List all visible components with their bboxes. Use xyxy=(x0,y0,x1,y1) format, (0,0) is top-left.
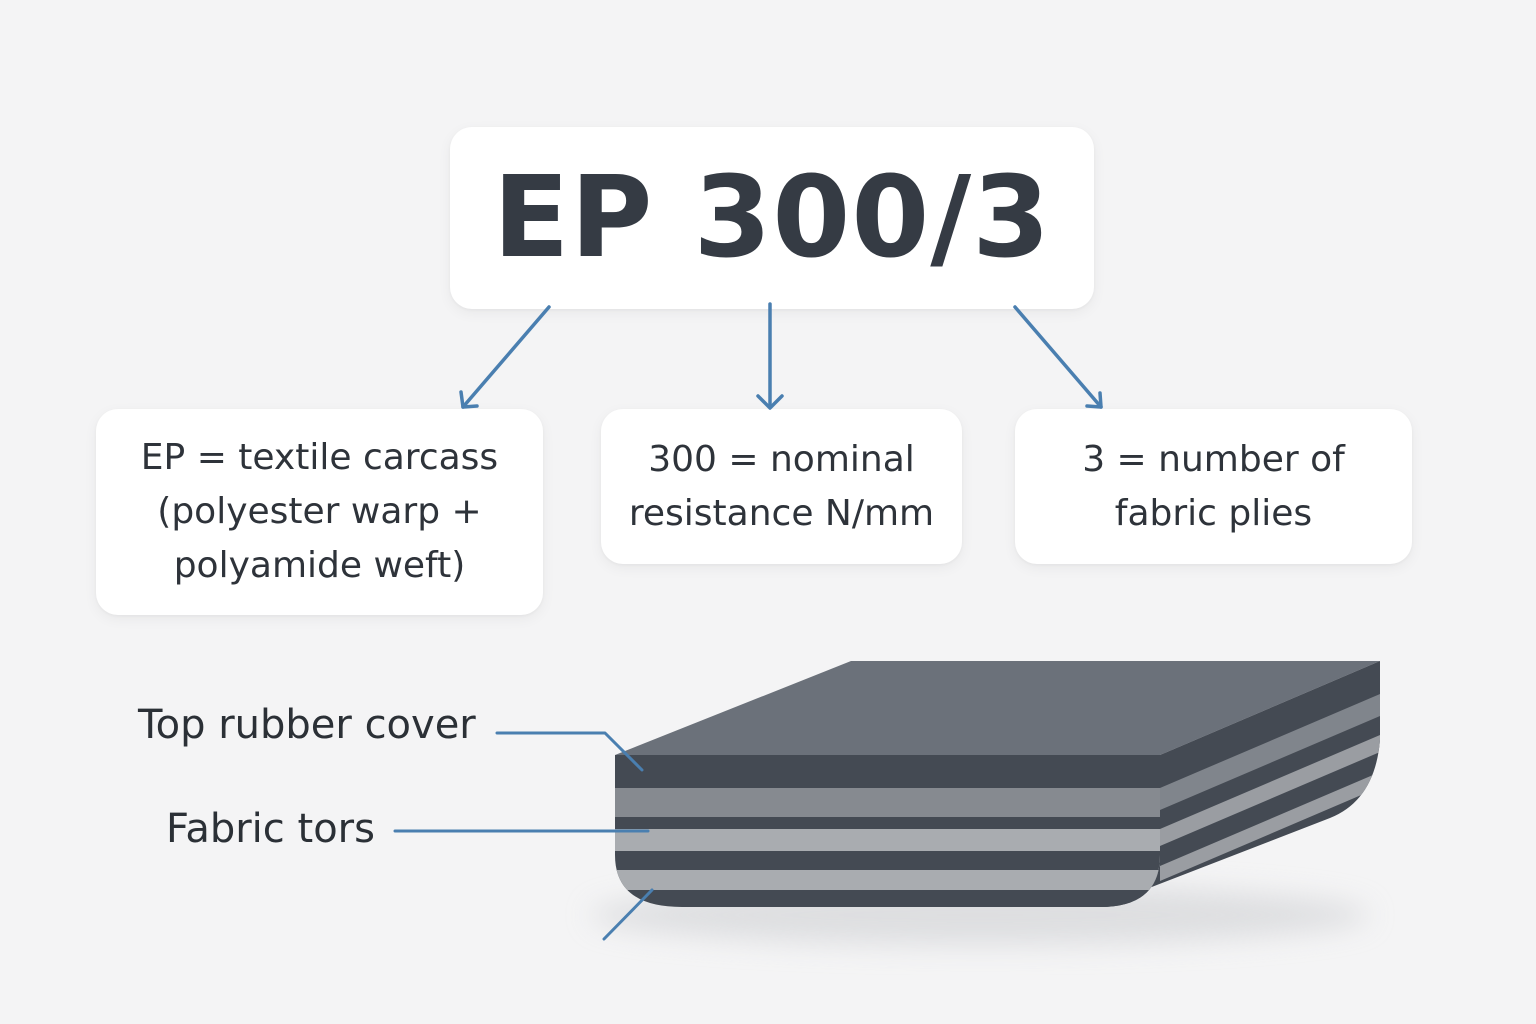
nominal-resistance-text: 300 = nominal resistance N/mm xyxy=(628,438,935,534)
fabric-label: Fabric tors xyxy=(166,806,375,852)
arrow-middle-head xyxy=(756,394,784,410)
fabric-ply-2 xyxy=(615,829,1160,851)
belt-top-face xyxy=(615,661,1380,755)
title-card: EP 300/3 xyxy=(450,127,1094,309)
arrow-left-head xyxy=(459,390,479,409)
carcass-type-text: EP = textile carcass (polyester warp + p… xyxy=(140,437,499,586)
top-rubber-cover-label: Top rubber cover xyxy=(138,702,476,748)
arrow-right-head xyxy=(1085,391,1103,409)
bottom-cover-leader xyxy=(602,888,654,941)
ply-count-text: 3 = number of fabric plies xyxy=(1082,438,1345,534)
belt-code-title: EP 300/3 xyxy=(492,153,1052,283)
arrow-right xyxy=(1013,305,1103,409)
leader-lines xyxy=(393,731,654,941)
arrow-left xyxy=(461,305,551,409)
top-cover-leader xyxy=(495,731,644,772)
belt-front-face xyxy=(615,755,1160,907)
fabric-ply-1 xyxy=(615,788,1160,817)
fabric-ply-3 xyxy=(615,870,1160,890)
carcass-type-card: EP = textile carcass (polyester warp + p… xyxy=(96,409,543,615)
nominal-resistance-card: 300 = nominal resistance N/mm xyxy=(601,409,962,564)
arrows xyxy=(459,302,1103,410)
ply-count-card: 3 = number of fabric plies xyxy=(1015,409,1412,564)
